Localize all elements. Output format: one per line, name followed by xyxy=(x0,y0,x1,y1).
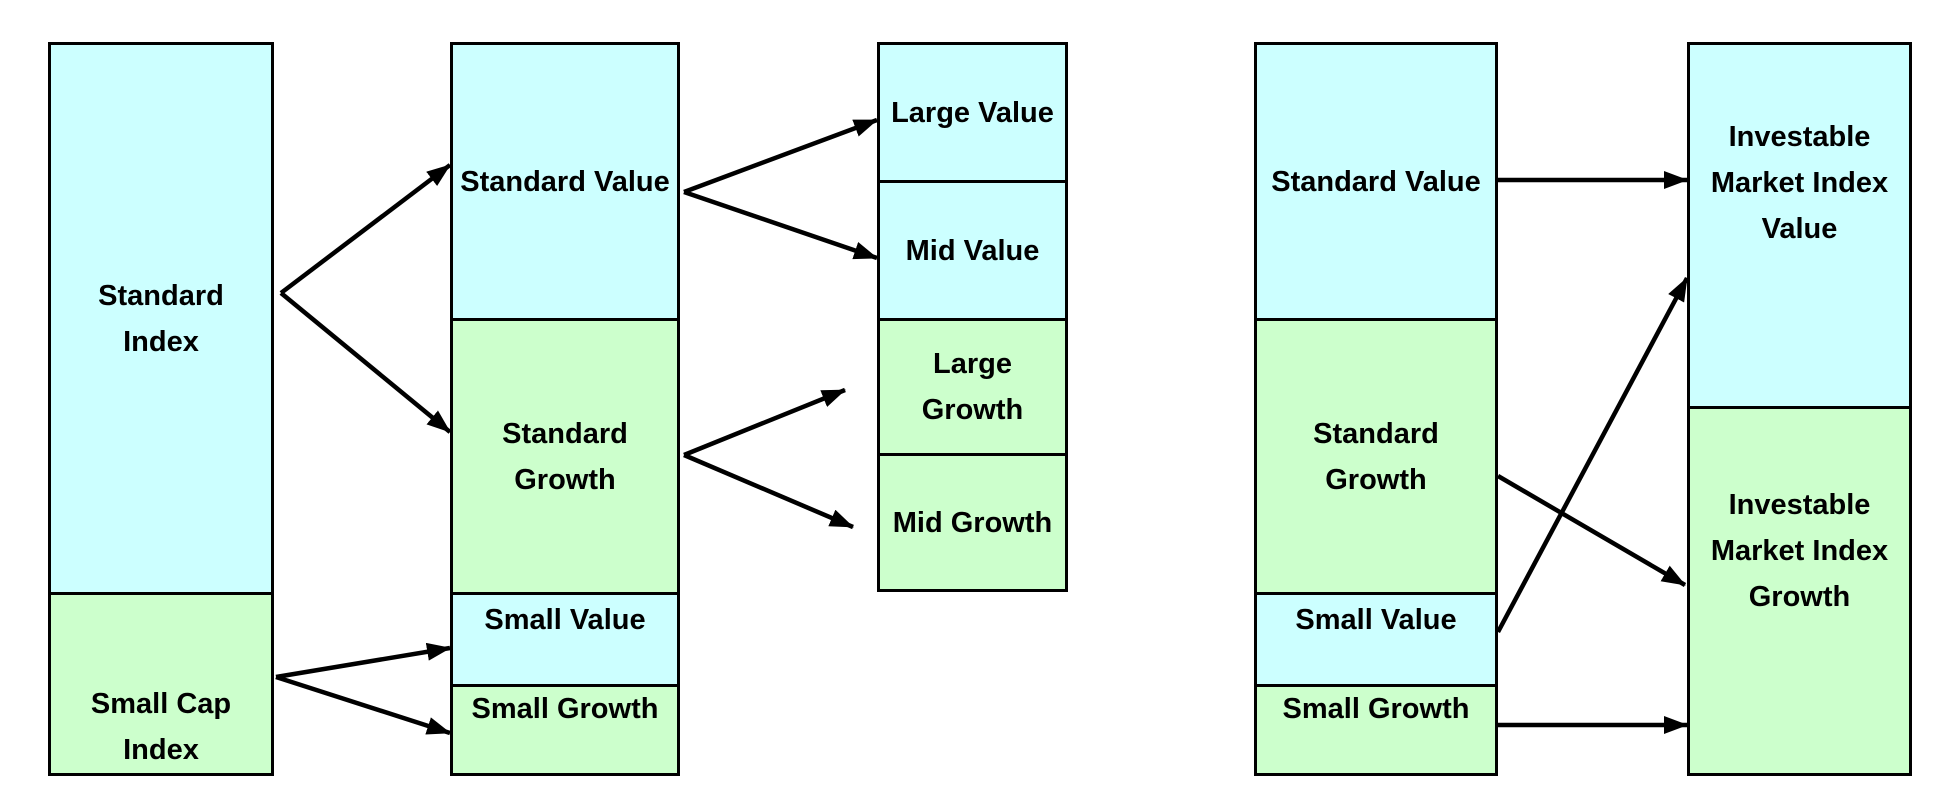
column-style-breakdown-right: Standard Value Standard Growth Small Val… xyxy=(1254,42,1498,776)
arrow-small-value-right-to-investable-market-index-value xyxy=(1496,276,1689,634)
box-standard-value-right: Standard Value xyxy=(1257,45,1495,318)
box-label: Standard Growth xyxy=(502,411,628,503)
box-large-growth: Large Growth xyxy=(880,318,1065,453)
box-small-value: Small Value xyxy=(453,592,677,684)
arrow-standard-value-to-large-value xyxy=(683,117,878,195)
column-style-breakdown: Standard Value Standard Growth Small Val… xyxy=(450,42,680,776)
column-investable-market-index: Investable Market Index Value Investable… xyxy=(1687,42,1912,776)
box-label-line: Growth xyxy=(1748,581,1851,613)
box-label-line: Growth xyxy=(921,394,1024,426)
column-size-style-breakdown: Large Value Mid Value Large Growth Mid G… xyxy=(877,42,1068,592)
box-label: Small Value xyxy=(1295,597,1456,643)
box-label-line: Small Growth xyxy=(471,693,659,725)
arrow-standard-index-to-standard-growth xyxy=(279,291,452,434)
box-label-line: Mid Growth xyxy=(892,506,1053,539)
arrow-small-cap-index-to-small-growth xyxy=(275,674,451,736)
box-label-line: Standard xyxy=(98,279,224,312)
box-label: Standard Growth xyxy=(1313,411,1439,503)
box-label: Investable Market Index Value xyxy=(1711,114,1888,252)
box-large-value: Large Value xyxy=(880,45,1065,180)
box-label: Large Value xyxy=(891,90,1054,136)
box-label-line: Small Value xyxy=(1295,603,1457,636)
box-label-line: Standard xyxy=(1313,417,1439,450)
box-label-line: Standard Value xyxy=(1271,165,1481,198)
box-label-line: Small Growth xyxy=(1282,693,1470,725)
box-label-line: Large Value xyxy=(891,96,1054,129)
box-investable-market-index-growth: Investable Market Index Growth xyxy=(1690,406,1909,773)
box-small-growth-right: Small Growth xyxy=(1257,684,1495,773)
box-standard-value: Standard Value xyxy=(453,45,677,318)
arrow-standard-growth-right-to-investable-market-index-growth xyxy=(1496,474,1687,587)
box-standard-growth: Standard Growth xyxy=(453,318,677,592)
box-label-line: Growth xyxy=(514,463,616,496)
box-label: Small Growth xyxy=(472,686,659,732)
box-standard-growth-right: Standard Growth xyxy=(1257,318,1495,592)
box-label-line: Investable xyxy=(1728,120,1871,153)
box-mid-value: Mid Value xyxy=(880,180,1065,318)
box-standard-index: Standard Index xyxy=(51,45,271,592)
box-label-line: Standard xyxy=(502,417,628,450)
box-label: Standard Value xyxy=(460,159,670,205)
column-standard-index: Standard Index Small Cap Index xyxy=(48,42,274,776)
arrow-small-cap-index-to-small-value xyxy=(275,642,451,680)
box-label: Small Growth xyxy=(1283,686,1470,732)
box-label: Standard Value xyxy=(1271,159,1481,205)
box-label: Investable Market Index Growth xyxy=(1711,482,1888,620)
box-label-line: Small Cap xyxy=(90,688,232,720)
box-label-line: Index xyxy=(123,734,199,766)
box-small-value-right: Small Value xyxy=(1257,592,1495,684)
arrow-standard-value-to-mid-value xyxy=(683,189,878,261)
arrow-standard-growth-to-large-growth xyxy=(683,387,846,458)
box-mid-growth: Mid Growth xyxy=(880,453,1065,589)
box-label-line: Growth xyxy=(1325,463,1427,496)
box-label-line: Large xyxy=(933,348,1012,380)
box-label-line: Index xyxy=(123,325,199,358)
box-label-line: Small Value xyxy=(484,603,646,636)
box-label: Mid Value xyxy=(906,228,1040,274)
box-label: Small Cap Index xyxy=(91,681,231,773)
arrow-standard-growth-to-mid-growth xyxy=(683,452,854,530)
box-label: Standard Index xyxy=(98,273,224,365)
box-label: Mid Growth xyxy=(893,500,1052,546)
box-small-cap-index: Small Cap Index xyxy=(51,592,271,773)
box-label-line: Mid Value xyxy=(905,234,1040,267)
box-label-line: Investable xyxy=(1728,489,1871,521)
box-label-line: Standard Value xyxy=(460,165,670,198)
box-label: Small Value xyxy=(484,597,645,643)
box-investable-market-index-value: Investable Market Index Value xyxy=(1690,45,1909,406)
arrow-standard-index-to-standard-value xyxy=(279,163,452,295)
box-label-line: Market Index xyxy=(1710,535,1889,567)
box-label: Large Growth xyxy=(922,341,1024,433)
box-label-line: Value xyxy=(1761,212,1838,245)
box-label-line: Market Index xyxy=(1710,166,1889,199)
box-small-growth: Small Growth xyxy=(453,684,677,773)
